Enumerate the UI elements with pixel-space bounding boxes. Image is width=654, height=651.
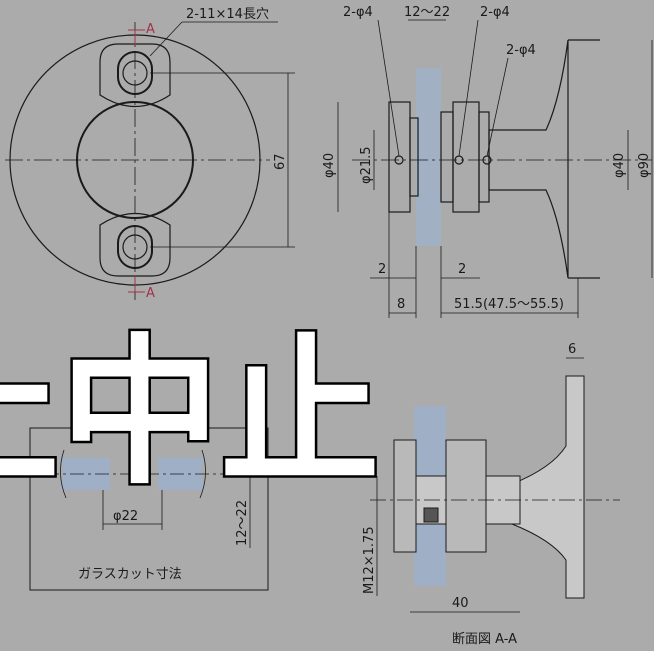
depth-40-dimension: 40 bbox=[452, 596, 469, 611]
dia-90-dimension: φ90 bbox=[637, 153, 652, 178]
cut-frame bbox=[29, 427, 269, 591]
mid-washer-section bbox=[445, 439, 487, 553]
dia-40-left-dimension: φ40 bbox=[322, 153, 337, 178]
left-cap bbox=[388, 101, 411, 213]
dia-40-right-dimension: φ40 bbox=[612, 153, 627, 178]
mid-hub bbox=[440, 111, 454, 203]
length-dimension: 51.5(47.5〜55.5) bbox=[454, 297, 564, 312]
upper-lobe bbox=[99, 43, 171, 107]
slot-leader bbox=[149, 21, 183, 57]
gap-right-dimension: 2 bbox=[458, 262, 466, 277]
gap-left-dimension: 2 bbox=[378, 262, 386, 277]
slot-dimension: 2-11×14長穴 bbox=[186, 7, 269, 22]
hole-mid-dimension: 2-φ4 bbox=[480, 5, 510, 20]
section-marker-top-label: A bbox=[146, 22, 155, 37]
section-markers bbox=[128, 29, 145, 293]
dia-22-dimension: φ22 bbox=[113, 509, 138, 524]
side-view bbox=[337, 19, 653, 318]
leader-hole-right bbox=[486, 57, 509, 157]
height-67-dimension: 67 bbox=[273, 153, 288, 170]
glass-cut-detail bbox=[29, 427, 269, 591]
break-left bbox=[60, 449, 67, 499]
left-inner bbox=[409, 117, 419, 197]
overlay-stamp: 止中止 bbox=[0, 319, 380, 506]
leader-hole-left bbox=[377, 19, 400, 157]
section-marker-bottom-label: A bbox=[146, 286, 155, 301]
front-view bbox=[5, 21, 295, 300]
leader-hole-mid bbox=[458, 19, 479, 157]
width-8-dimension: 8 bbox=[397, 297, 405, 312]
section-title: 断面図 A-A bbox=[452, 632, 517, 647]
thread-dimension: M12×1.75 bbox=[362, 526, 377, 594]
width-6-dimension: 6 bbox=[568, 342, 576, 357]
section-aa bbox=[370, 357, 620, 613]
flange-section bbox=[511, 375, 585, 599]
glass-panel-top bbox=[416, 68, 441, 246]
hole-right-dimension: 2-φ4 bbox=[506, 43, 536, 58]
lower-lobe bbox=[99, 213, 171, 277]
glass-left-piece bbox=[60, 458, 110, 490]
glass-cut-label: ガラスカット寸法 bbox=[78, 567, 182, 582]
hole-left-dimension: 2-φ4 bbox=[343, 5, 373, 20]
left-cap-section bbox=[393, 439, 417, 553]
bell-body bbox=[488, 39, 569, 279]
cut-range-dimension: 12〜22 bbox=[235, 500, 250, 546]
dia-21-5-dimension: φ21.5 bbox=[359, 146, 374, 184]
glass-thickness-dimension: 12〜22 bbox=[404, 5, 450, 20]
rubber-pad bbox=[423, 507, 439, 523]
